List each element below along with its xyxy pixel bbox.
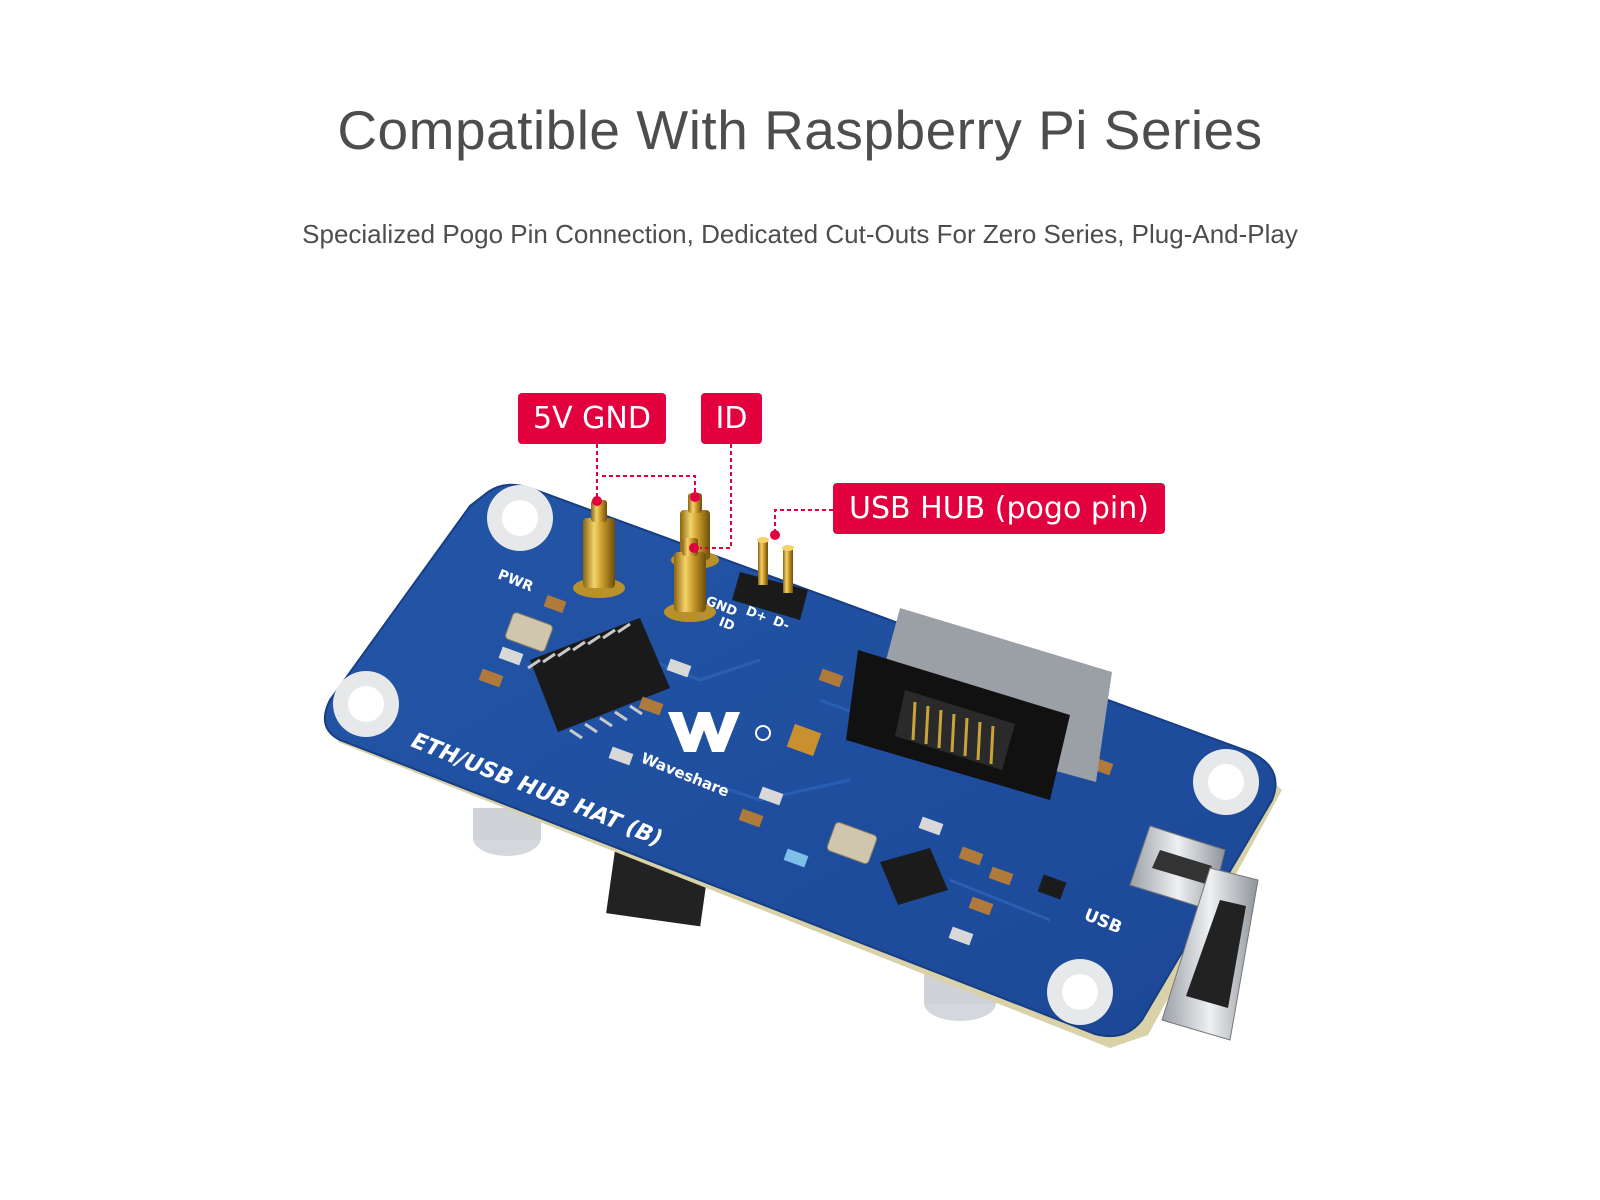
pogo-pins <box>573 493 719 622</box>
callout-id: ID <box>701 393 762 444</box>
crystal <box>505 612 553 652</box>
callout-usb-hub-pogo-pin: USB HUB (pogo pin) <box>833 483 1165 534</box>
qfn-chip <box>880 848 948 905</box>
waveshare-logo <box>668 712 771 752</box>
page-subtitle: Specialized Pogo Pin Connection, Dedicat… <box>302 219 1298 249</box>
pin-header <box>732 537 808 620</box>
usb-connectors <box>1129 825 1259 1041</box>
dminus-label: D- <box>771 614 792 634</box>
mounting-holes <box>333 485 1259 1025</box>
id-label: ID <box>717 615 737 635</box>
ethernet-jack <box>846 608 1112 800</box>
callout-5v-gnd: 5V GND <box>518 393 666 444</box>
callout-leaders <box>596 444 833 549</box>
passive-components <box>478 594 1114 946</box>
page-title: Compatible With Raspberry Pi Series <box>337 99 1263 161</box>
